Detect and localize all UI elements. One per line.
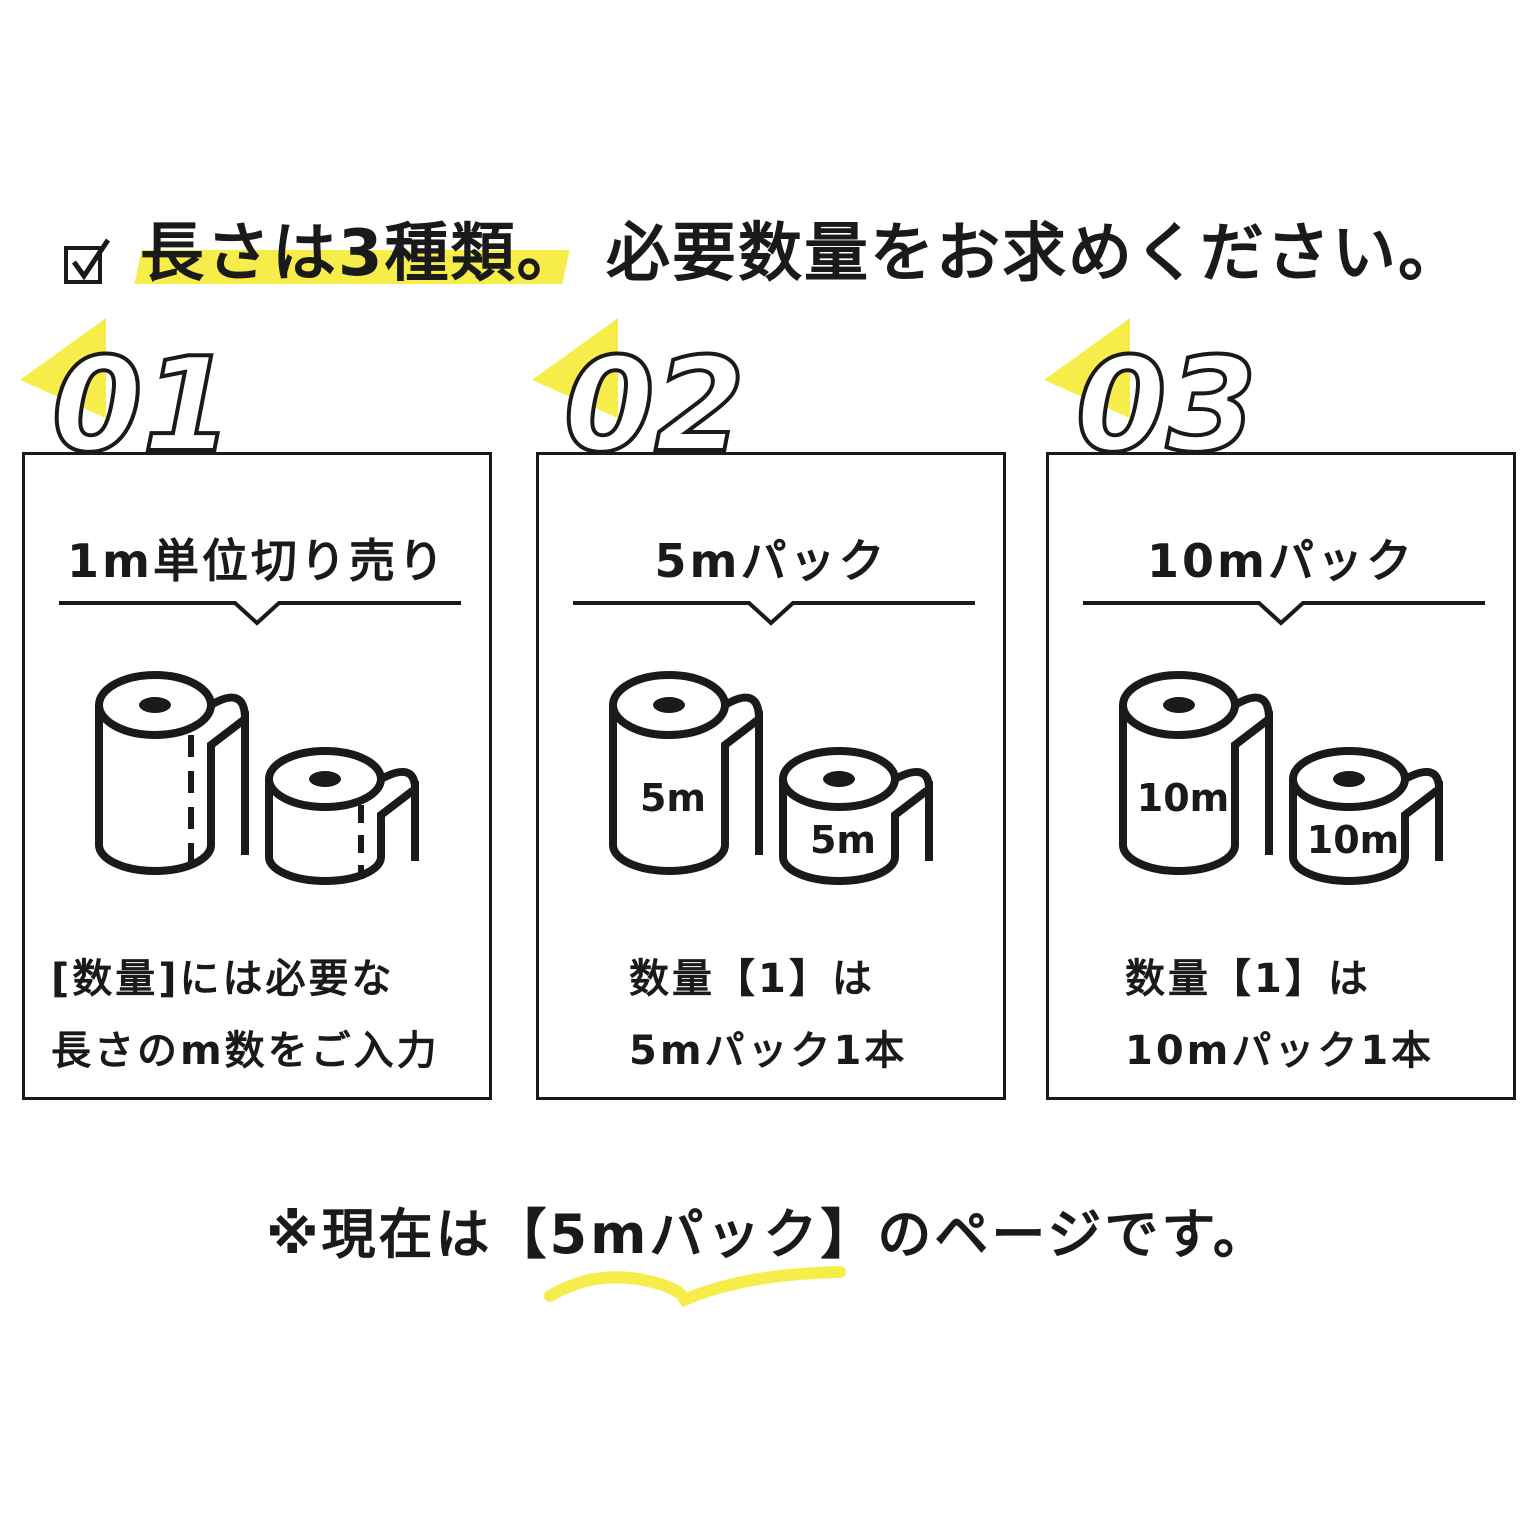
roll-label-large: 10m xyxy=(1137,776,1229,820)
card-label: 10mパック xyxy=(1147,534,1415,588)
number-badge-01: 01 xyxy=(20,318,235,483)
tape-rolls-icon: 10m 10m xyxy=(1119,671,1443,885)
roll-label-large: 5m xyxy=(640,776,706,820)
card-description-line-2: 長さのm数をご入力 xyxy=(51,1028,440,1074)
card-1m-cut: 1m単位切り売り [数量]には必要な 長さのm数をご入力 xyxy=(22,452,492,1100)
card-5m-pack: 5mパック 5m 5m 数量【1】は 5mパック1本 xyxy=(536,452,1006,1100)
footer-note: ※現在は【5mパック】のページです。 xyxy=(266,1203,1270,1266)
card-label: 5mパック xyxy=(654,534,888,588)
roll-label-small: 10m xyxy=(1307,818,1399,862)
checkbox-icon xyxy=(64,238,111,284)
divider-chevron xyxy=(573,601,975,626)
tape-rolls-icon: 5m 5m xyxy=(609,671,933,885)
card-description-line-1: 数量【1】は xyxy=(1125,956,1371,1002)
card-10m-pack: 10mパック 10m 10m 数量【1】は 10mパック1本 xyxy=(1046,452,1516,1100)
number-badge-02: 02 xyxy=(532,318,747,483)
footer-underline-marker xyxy=(544,1266,846,1308)
divider-chevron xyxy=(59,601,461,626)
card-description-line-1: [数量]には必要な xyxy=(51,956,395,1002)
card-label: 1m単位切り売り xyxy=(67,534,447,588)
divider-chevron xyxy=(1083,601,1485,626)
card-description-line-2: 5mパック1本 xyxy=(629,1028,908,1074)
tape-rolls-icon xyxy=(95,671,419,885)
headline-text: 必要数量をお求めください。 xyxy=(606,217,1464,291)
roll-label-small: 5m xyxy=(810,818,876,862)
card-description-line-1: 数量【1】は xyxy=(629,956,875,1002)
card-description-line-2: 10mパック1本 xyxy=(1125,1028,1435,1074)
headline-highlight-text: 長さは3種類。 xyxy=(140,217,583,291)
number-badge-03: 03 xyxy=(1044,318,1259,483)
